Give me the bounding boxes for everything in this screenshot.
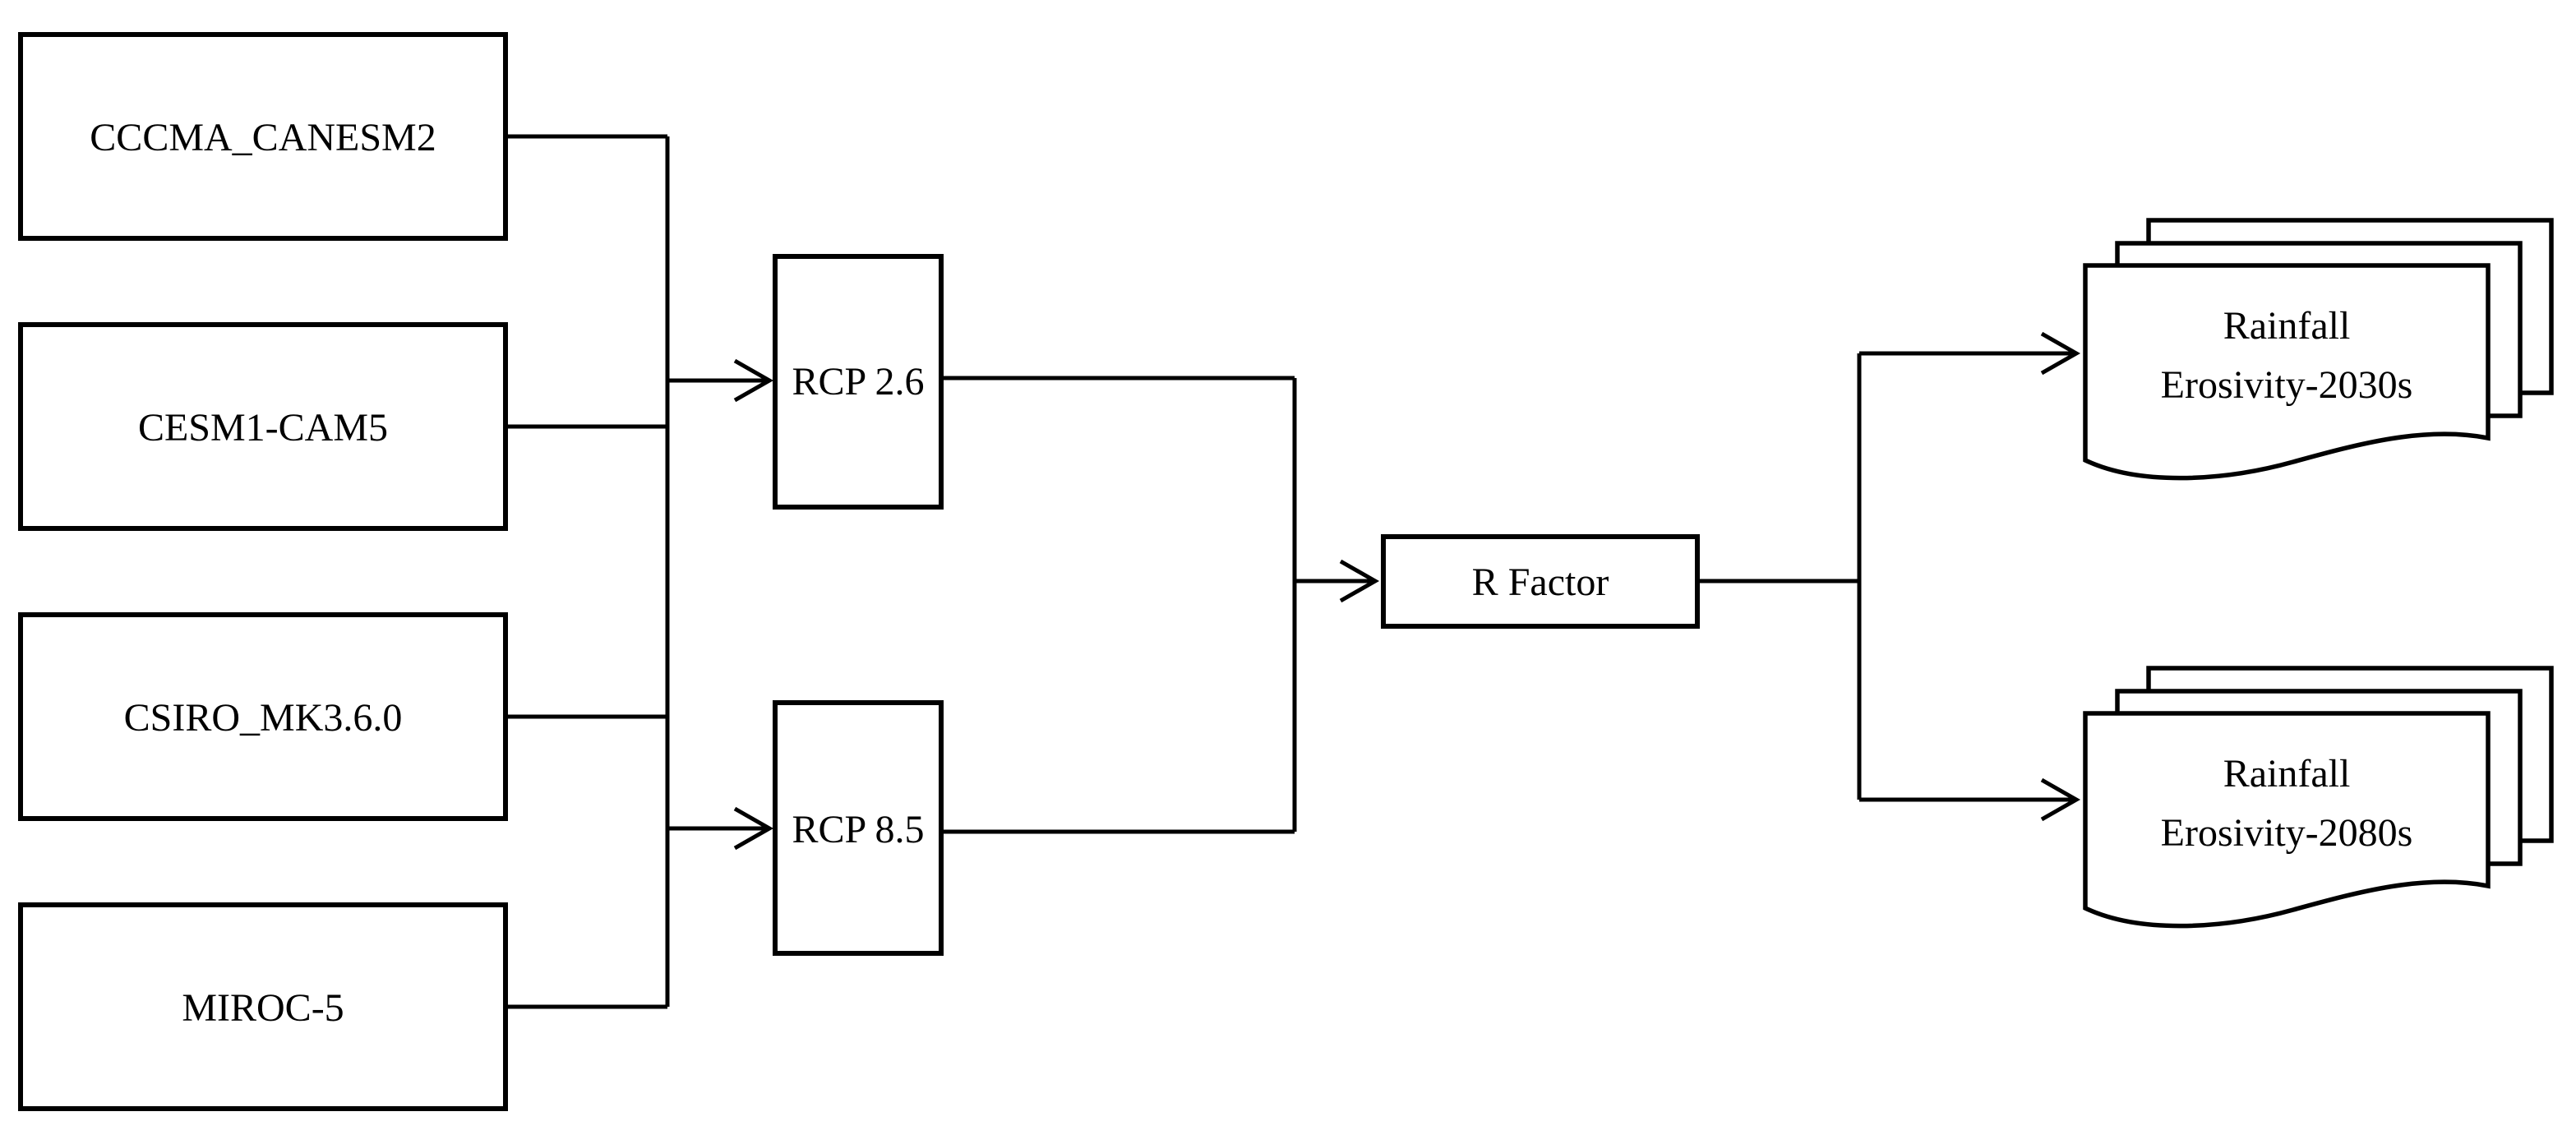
process-box-r-factor-rect (1381, 534, 1700, 629)
document-stack-erosivity-2080s: Rainfall Erosivity-2080s (2083, 666, 2554, 929)
scenario-box-rcp-26-rect (773, 254, 944, 510)
document-erosivity-2030s-label-line2: Erosivity-2030s (2161, 363, 2413, 407)
model-box-miroc-5-label: MIROC-5 (182, 986, 344, 1030)
model-box-csiro-mk360: CSIRO_MK3.6.0 (18, 612, 508, 821)
scenario-box-rcp-85: RCP 8.5 (773, 700, 944, 956)
model-box-miroc-5-rect (18, 902, 508, 1111)
model-box-cccma-canesm2-rect (18, 32, 508, 241)
document-erosivity-2080s-label-line1: Rainfall (2223, 752, 2351, 796)
document-erosivity-2030s-label-line1: Rainfall (2223, 304, 2351, 348)
document-erosivity-2080s-label-line2: Erosivity-2080s (2161, 811, 2413, 855)
model-box-csiro-mk360-label: CSIRO_MK3.6.0 (124, 696, 403, 740)
model-box-cccma-canesm2: CCCMA_CANESM2 (18, 32, 508, 241)
document-stack-erosivity-2030s: Rainfall Erosivity-2030s (2083, 218, 2554, 481)
document-sheet-front-icon (2083, 263, 2491, 481)
model-box-miroc-5: MIROC-5 (18, 902, 508, 1111)
model-box-cesm1-cam5-rect (18, 322, 508, 531)
scenario-box-rcp-26-label: RCP 2.6 (792, 360, 925, 404)
model-box-cesm1-cam5: CESM1-CAM5 (18, 322, 508, 531)
scenario-box-rcp-85-rect (773, 700, 944, 956)
model-box-csiro-mk360-rect (18, 612, 508, 821)
scenario-box-rcp-26: RCP 2.6 (773, 254, 944, 510)
model-box-cccma-canesm2-label: CCCMA_CANESM2 (90, 116, 436, 159)
scenario-box-rcp-85-label: RCP 8.5 (792, 808, 925, 851)
model-box-cesm1-cam5-label: CESM1-CAM5 (138, 406, 388, 450)
process-box-r-factor-label: R Factor (1472, 560, 1609, 604)
document-sheet-front-icon (2083, 711, 2491, 929)
process-box-r-factor: R Factor (1381, 534, 1700, 629)
